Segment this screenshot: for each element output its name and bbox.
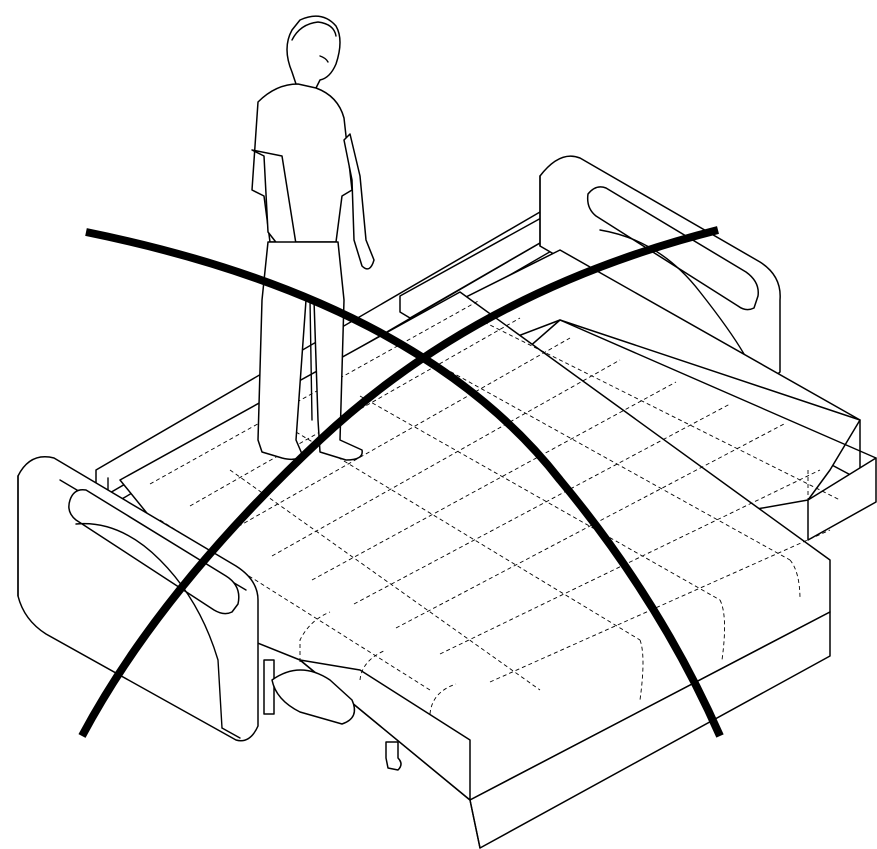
prohibition-cross bbox=[78, 226, 724, 738]
person-right-arm bbox=[343, 133, 375, 270]
cross-stroke-right bbox=[78, 226, 719, 738]
left-armrest bbox=[17, 456, 275, 742]
person-head bbox=[286, 15, 341, 91]
cross-stroke-left bbox=[85, 228, 724, 738]
right-armrest bbox=[539, 155, 781, 378]
standing-person bbox=[251, 15, 375, 461]
pullout-support bbox=[271, 669, 402, 771]
